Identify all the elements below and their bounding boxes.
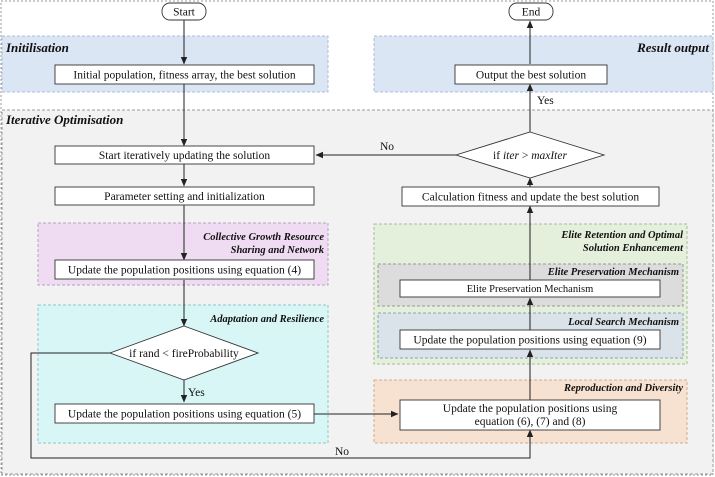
update-eq4-label: Update the population positions using eq… [68,265,301,277]
max-iter-decision [454,131,606,179]
connectors [30,19,534,459]
region-label-growth-1: Collective Growth Resource [203,232,324,243]
start-label: Start [173,7,196,19]
edge-decision-no [30,352,534,459]
output-best-label: Output the best solution [476,70,586,82]
elite-preservation-label: Elite Preservation Mechanism [467,284,594,295]
update-eq5-box [54,403,315,424]
edge-label-yes-output: Yes [537,95,554,107]
region-label-reproduction: Reproduction and Diversity [563,383,683,394]
output-best-box [454,64,608,85]
region-label-iterative-optimisation: Iterative Optimisation [5,112,123,127]
edge-label-yes-fire: Yes [188,387,205,399]
end-terminator [508,2,554,21]
param-setting-label: Parameter setting and initialization [104,191,265,203]
update-eq9-box [399,329,661,350]
region-label-adaptation: Adaptation and Resilience [209,314,324,325]
region-label-initialisation: Initilisation [5,40,69,55]
param-setting-box [54,186,315,206]
iterate-update-box [54,145,315,165]
end-label: End [522,7,541,19]
calc-fitness-box [401,186,660,207]
update-eq5-label: Update the population positions using eq… [68,409,301,421]
calc-fitness-label: Calculation fitness and update the best … [422,192,639,204]
start-terminator [161,2,207,21]
update-eq4-box [54,259,315,280]
region-label-growth-2: Sharing and Network [231,245,325,256]
region-label-elite-retention-2: Solution Enhancement [583,243,684,254]
region-label-local-search: Local Search Mechanism [567,317,679,328]
update-eq678-label-1: Update the population positions using [443,403,618,415]
update-eq678-label-2: equation (6), (7) and (8) [475,416,586,428]
elite-preservation-box [399,279,661,298]
edge-label-no-iterate: No [380,141,394,153]
update-eq678-box [399,399,661,431]
edge-label-no-fire: No [335,446,349,458]
region-label-result-output: Result output [636,40,709,55]
update-eq9-label: Update the population positions using eq… [413,335,646,347]
max-iter-label: if iter > maxIter [493,150,567,162]
init-population-box [54,64,315,85]
fire-probability-decision [108,325,260,381]
init-population-label: Initial population, fitness array, the b… [73,70,295,82]
fire-probability-label: if rand < fireProbability [129,348,239,360]
region-label-elite-retention-1: Elite Retention and Optimal [560,230,683,241]
iterate-update-label: Start iteratively updating the solution [99,150,270,162]
region-label-elite-preservation: Elite Preservation Mechanism [547,267,679,278]
